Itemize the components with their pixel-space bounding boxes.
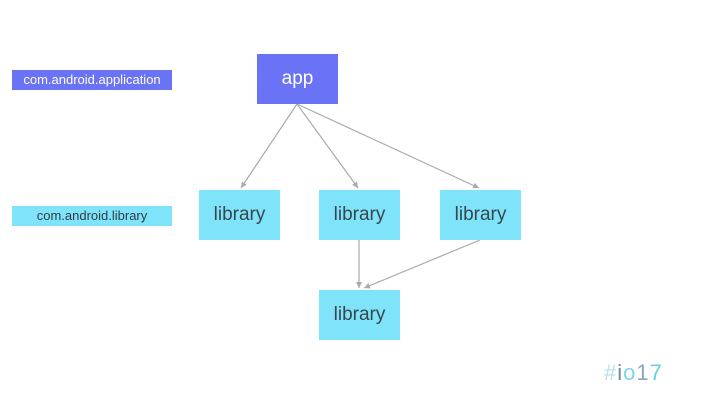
arrow-app-to-library-2 bbox=[296, 103, 359, 189]
hashtag-7: 7 bbox=[649, 360, 663, 385]
hashtag-1: 1 bbox=[636, 360, 650, 385]
legend-application-label: com.android.application bbox=[12, 70, 172, 90]
library-module-node-1: library bbox=[199, 190, 280, 240]
library-module-node-3: library bbox=[440, 190, 521, 240]
hashtag-hash: # bbox=[604, 360, 618, 385]
hashtag-o: o bbox=[623, 360, 637, 385]
arrow-app-to-library-3 bbox=[296, 103, 480, 189]
arrow-library-3-to-library-4 bbox=[363, 239, 481, 289]
arrow-app-to-library-1 bbox=[240, 103, 298, 189]
app-module-node: app bbox=[257, 54, 338, 104]
hashtag-i: i bbox=[617, 360, 624, 385]
legend-library-label: com.android.library bbox=[12, 206, 172, 226]
io17-hashtag-logo: #io17 bbox=[604, 360, 663, 386]
library-module-node-2: library bbox=[319, 190, 400, 240]
library-module-node-4: library bbox=[319, 290, 400, 340]
